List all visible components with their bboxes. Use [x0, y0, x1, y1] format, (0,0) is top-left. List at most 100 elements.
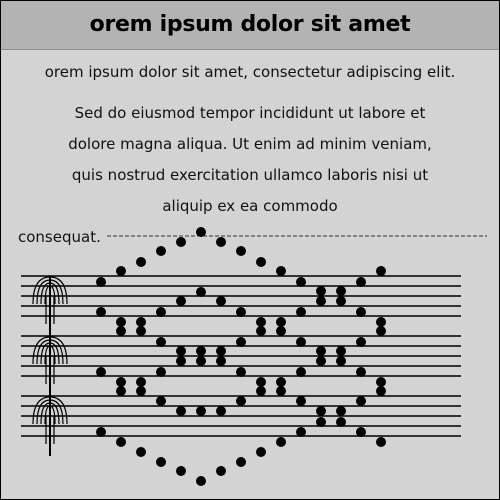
- note-dot: [276, 266, 286, 276]
- note-dot: [276, 317, 286, 327]
- paragraph-line: dolore magna aliqua. Ut enim ad minim ve…: [68, 135, 432, 153]
- note-dot: [256, 447, 266, 457]
- note-dot: [116, 317, 126, 327]
- note-dot: [236, 367, 246, 377]
- note-dot: [316, 286, 326, 296]
- note-dot: [116, 377, 126, 387]
- note-dot: [316, 346, 326, 356]
- note-dot: [336, 346, 346, 356]
- page-title: orem ipsum dolor sit amet: [89, 12, 411, 37]
- note-dot: [276, 326, 286, 336]
- note-dot: [116, 386, 126, 396]
- paragraph-line: aliquip ex ea commodo: [162, 197, 338, 215]
- note-dot: [296, 396, 306, 406]
- note-dot: [236, 396, 246, 406]
- note-dot: [136, 447, 146, 457]
- note-dot: [356, 307, 366, 317]
- paragraph-line: Sed do eiusmod tempor incididunt ut labo…: [74, 104, 426, 122]
- note-dot: [356, 396, 366, 406]
- note-dot: [156, 367, 166, 377]
- note-dot: [236, 307, 246, 317]
- paragraph-line: quis nostrud exercitation ullamco labori…: [71, 166, 429, 184]
- note-dot: [376, 326, 386, 336]
- note-dot: [96, 367, 106, 377]
- note-dot: [96, 277, 106, 287]
- note-dot: [176, 346, 186, 356]
- note-dot: [136, 326, 146, 336]
- note-dot: [216, 237, 226, 247]
- note-dot: [316, 417, 326, 427]
- note-dot: [96, 427, 106, 437]
- note-dot: [216, 406, 226, 416]
- note-dot: [156, 246, 166, 256]
- note-dot: [276, 386, 286, 396]
- note-dot: [216, 296, 226, 306]
- note-dot: [156, 337, 166, 347]
- note-dot: [176, 466, 186, 476]
- note-dot: [296, 367, 306, 377]
- note-dot: [136, 257, 146, 267]
- note-dot: [96, 307, 106, 317]
- trailing-text: consequat.: [18, 228, 101, 246]
- note-dot: [256, 386, 266, 396]
- note-dot: [216, 346, 226, 356]
- note-dot: [376, 377, 386, 387]
- note-dot: [316, 356, 326, 366]
- note-dot: [116, 437, 126, 447]
- note-dot: [296, 307, 306, 317]
- note-dot: [296, 277, 306, 287]
- note-dot: [336, 406, 346, 416]
- note-dot: [276, 377, 286, 387]
- ornamental-clef-icon: [32, 336, 68, 396]
- note-dot: [136, 386, 146, 396]
- note-dot: [196, 356, 206, 366]
- note-dot: [356, 367, 366, 377]
- note-dot: [256, 317, 266, 327]
- note-dot: [156, 396, 166, 406]
- note-dot: [116, 266, 126, 276]
- note-dot: [316, 296, 326, 306]
- note-dot: [256, 377, 266, 387]
- note-dot: [176, 406, 186, 416]
- note-dot: [336, 296, 346, 306]
- note-dot: [236, 337, 246, 347]
- note-dot: [156, 307, 166, 317]
- note-dot: [376, 317, 386, 327]
- intro-text: orem ipsum dolor sit amet, consectetur a…: [44, 63, 456, 81]
- note-dot: [216, 356, 226, 366]
- note-dot: [196, 346, 206, 356]
- note-dot: [356, 427, 366, 437]
- note-dot: [236, 246, 246, 256]
- note-dot: [356, 337, 366, 347]
- note-dot: [176, 237, 186, 247]
- title-bar: orem ipsum dolor sit amet: [1, 1, 499, 50]
- note-dot: [176, 356, 186, 366]
- note-dot: [296, 337, 306, 347]
- note-dot: [136, 377, 146, 387]
- note-dot: [136, 317, 146, 327]
- note-dot: [236, 457, 246, 467]
- note-dot: [256, 257, 266, 267]
- note-dot: [196, 227, 206, 237]
- note-dot: [336, 356, 346, 366]
- note-dot: [196, 406, 206, 416]
- note-dot: [176, 296, 186, 306]
- note-dot: [256, 326, 266, 336]
- note-dot: [336, 417, 346, 427]
- ornamental-clef-icon: [32, 396, 68, 456]
- note-dot: [376, 266, 386, 276]
- note-dot: [376, 386, 386, 396]
- note-dot: [296, 427, 306, 437]
- ornamental-clef-icon: [32, 276, 68, 336]
- note-dot: [196, 287, 206, 297]
- note-dot: [276, 437, 286, 447]
- note-dot: [316, 406, 326, 416]
- note-dot: [116, 326, 126, 336]
- note-dot: [376, 437, 386, 447]
- note-dot: [356, 277, 366, 287]
- note-dot: [216, 466, 226, 476]
- note-dot: [196, 476, 206, 486]
- note-dot: [156, 457, 166, 467]
